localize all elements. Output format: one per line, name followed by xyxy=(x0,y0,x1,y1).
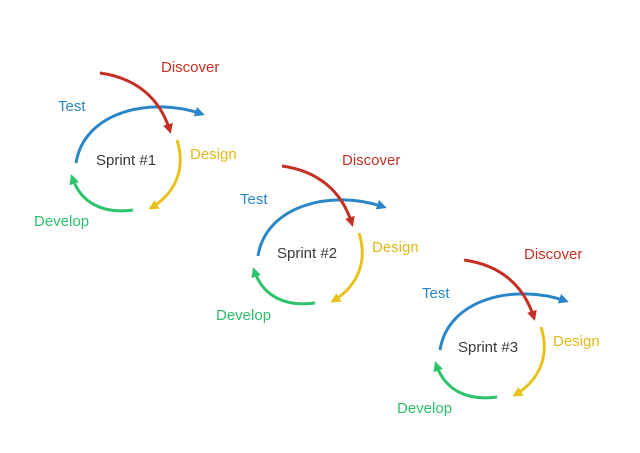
test-label: Test xyxy=(422,285,450,302)
sprint-1-cycle xyxy=(69,71,205,213)
sprint-2-cycle xyxy=(251,164,387,306)
design-arrow xyxy=(330,232,364,303)
sprint-3-cycle xyxy=(433,258,569,400)
test-label: Test xyxy=(58,98,86,115)
discover-label: Discover xyxy=(342,152,401,169)
sprint-title: Sprint #1 xyxy=(96,152,157,169)
discover-arrow xyxy=(281,164,355,227)
design-arrow xyxy=(512,326,546,397)
discover-label: Discover xyxy=(524,246,583,263)
sprint-title: Sprint #2 xyxy=(277,245,338,262)
design-label: Design xyxy=(190,146,237,163)
discover-label: Discover xyxy=(161,59,220,76)
design-label: Design xyxy=(553,333,600,350)
sprint-title: Sprint #3 xyxy=(458,339,519,356)
test-arrow xyxy=(438,292,569,351)
test-label: Test xyxy=(240,191,268,208)
test-arrow xyxy=(256,198,387,257)
design-arrow xyxy=(148,139,182,210)
design-label: Design xyxy=(372,239,419,256)
discover-arrow xyxy=(99,71,173,134)
develop-arrow xyxy=(69,174,134,213)
discover-arrow xyxy=(463,258,537,321)
develop-arrow xyxy=(251,267,316,306)
develop-label: Develop xyxy=(216,307,272,324)
develop-label: Develop xyxy=(34,213,90,230)
test-arrow xyxy=(74,105,205,164)
develop-arrow xyxy=(433,361,498,400)
develop-label: Develop xyxy=(397,400,453,417)
